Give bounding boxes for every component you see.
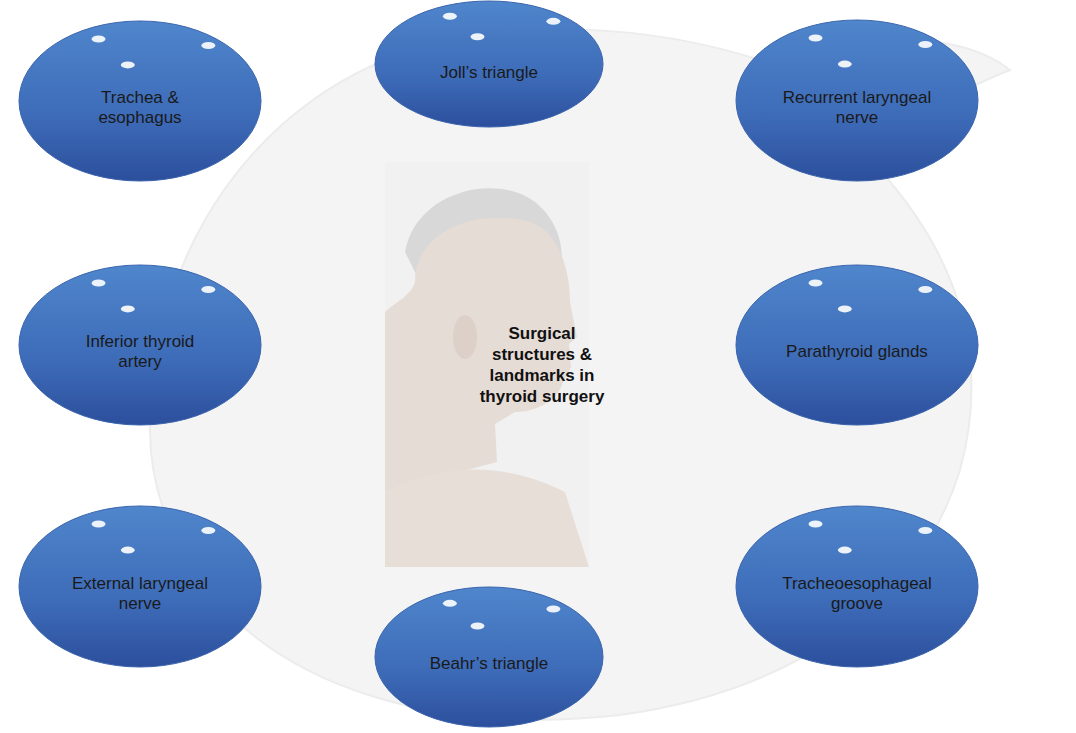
center-title: Surgical structures & landmarks in thyro… (478, 323, 606, 407)
landmark-ellipse: Recurrent laryngeal nerve (735, 19, 979, 182)
landmark-label: Recurrent laryngeal nerve (782, 88, 933, 128)
landmark-ellipse: Inferior thyroid artery (18, 264, 262, 426)
landmark-ellipse: Parathyroid glands (735, 264, 979, 426)
landmark-label: Inferior thyroid artery (65, 332, 216, 372)
center-panel: Surgical structures & landmarks in thyro… (385, 162, 589, 567)
landmark-ellipse: External laryngeal nerve (18, 505, 262, 668)
landmark-ellipse: Joll’s triangle (374, 0, 604, 128)
child-profile-photo (385, 162, 589, 567)
landmark-label: Joll’s triangle (440, 63, 538, 83)
landmark-label: Parathyroid glands (786, 342, 928, 362)
landmark-label: Trachea & esophagus (65, 88, 216, 128)
landmark-label: External laryngeal nerve (65, 574, 216, 614)
landmark-label: Beahr’s triangle (430, 654, 548, 674)
landmark-ellipse: Beahr’s triangle (374, 586, 604, 728)
landmark-label: Tracheoesophageal groove (782, 574, 933, 614)
landmark-ellipse: Trachea & esophagus (18, 20, 262, 182)
landmark-ellipse: Tracheoesophageal groove (735, 505, 979, 668)
